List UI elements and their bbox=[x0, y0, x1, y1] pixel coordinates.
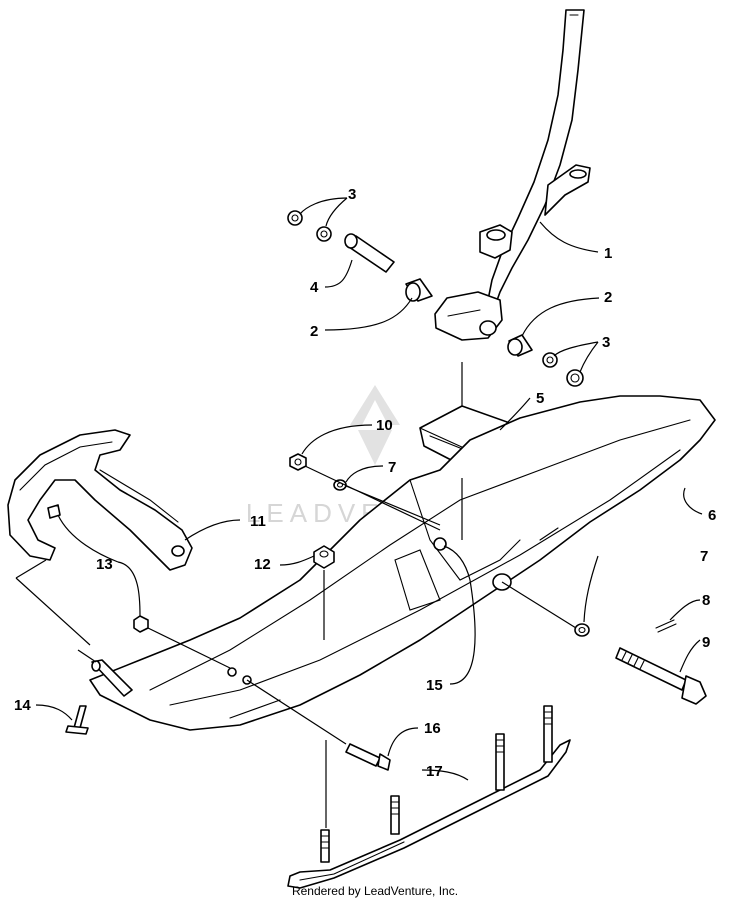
runner-studs bbox=[320, 705, 553, 863]
callout-16: 16 bbox=[424, 720, 441, 737]
locknut-top bbox=[289, 453, 307, 471]
bolt-long bbox=[615, 647, 707, 705]
callout-4: 4 bbox=[310, 279, 319, 296]
bushing-left bbox=[405, 278, 433, 302]
callout-leaders bbox=[35, 197, 703, 781]
spindle-part bbox=[434, 9, 591, 341]
callout-1: 1 bbox=[604, 245, 612, 262]
callout-11: 11 bbox=[250, 513, 266, 530]
callout-15: 15 bbox=[426, 677, 443, 694]
watermark-logo-icon bbox=[350, 385, 400, 465]
callout-5: 5 bbox=[536, 390, 544, 407]
bracket-front bbox=[91, 659, 133, 697]
washer-right bbox=[574, 623, 590, 637]
flange-nut bbox=[313, 545, 335, 569]
callout-2a: 2 bbox=[604, 289, 612, 306]
hardware bbox=[65, 453, 707, 771]
nut-left bbox=[133, 615, 149, 633]
callout-3a: 3 bbox=[348, 186, 356, 203]
callout-7b: 7 bbox=[700, 548, 708, 565]
callout-14: 14 bbox=[14, 697, 31, 714]
callout-12: 12 bbox=[254, 556, 271, 573]
cotter-pin bbox=[655, 619, 677, 633]
spacer-tube bbox=[344, 233, 395, 273]
callout-7a: 7 bbox=[388, 459, 396, 476]
render-credit: Rendered by LeadVenture, Inc. bbox=[291, 884, 459, 898]
callout-6: 6 bbox=[708, 507, 716, 524]
callout-numbers: 1 2 2 3 3 4 5 6 7 7 8 9 10 11 12 13 14 1… bbox=[14, 186, 716, 780]
carbide-runner bbox=[287, 705, 571, 889]
callout-17: 17 bbox=[426, 763, 443, 780]
bolt-bottom bbox=[345, 743, 391, 771]
bushing-right bbox=[507, 334, 533, 357]
callout-9: 9 bbox=[702, 634, 710, 651]
handle-loop bbox=[7, 429, 193, 571]
assembly-lines bbox=[15, 362, 577, 828]
callout-8: 8 bbox=[702, 592, 710, 609]
callout-13: 13 bbox=[96, 556, 113, 573]
callout-10: 10 bbox=[376, 417, 393, 434]
screw-left bbox=[65, 705, 89, 735]
callout-2b: 2 bbox=[310, 323, 318, 340]
washers bbox=[287, 210, 584, 387]
callout-3b: 3 bbox=[602, 334, 610, 351]
